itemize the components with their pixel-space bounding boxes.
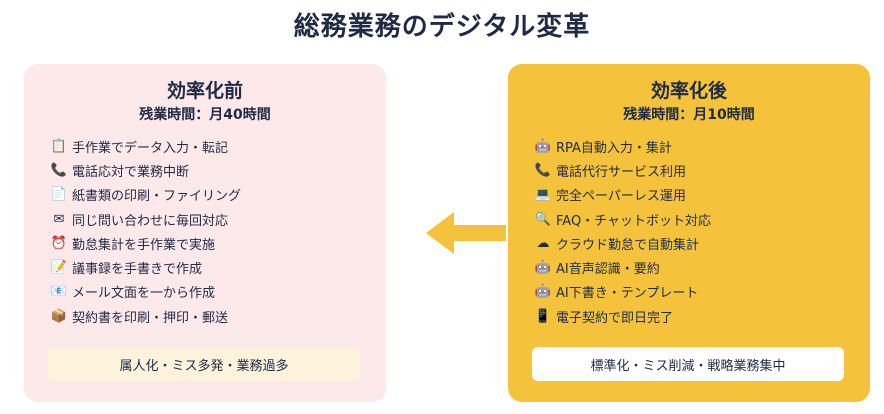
laptop-icon: 💻 (534, 187, 552, 203)
list-item: 📝議事録を手書きで作成 (50, 255, 241, 279)
list-item: ☁ クラウド勤怠で自動集計 (534, 231, 711, 255)
robot-icon: 🤖 (534, 138, 552, 154)
list-item: 💻完全ペーパーレス運用 (534, 183, 711, 207)
list-item-label: 完全ペーパーレス運用 (556, 189, 686, 205)
list-item-label: 勤怠集計を手作業で実施 (72, 237, 216, 253)
email-icon: 📧 (50, 284, 68, 300)
list-item: 📧メール文面を一から作成 (50, 280, 241, 304)
before-overtime: 残業時間：月40時間 (139, 107, 271, 123)
before-item-list: 📋手作業でデータ入力・転記 📞電話応対で業務中断 📄紙書類の印刷・ファイリング … (50, 134, 241, 328)
list-item-label: AI音声認識・要約 (556, 262, 660, 278)
phone-icon: 📞 (50, 162, 68, 178)
after-heading: 効率化後 (650, 80, 727, 102)
list-item: 📦契約書を印刷・押印・郵送 (50, 304, 241, 328)
list-item-label: 電話応対で業務中断 (72, 164, 190, 180)
list-item: 🤖AI音声認識・要約 (534, 255, 711, 279)
list-item-label: 電子契約で即日完了 (556, 310, 674, 326)
list-item: 🔍FAQ・チャットボット対応 (534, 207, 711, 231)
list-item: 📱電子契約で即日完了 (534, 304, 711, 328)
list-item-label: メール文面を一から作成 (72, 286, 216, 302)
robot-icon: 🤖 (534, 284, 552, 300)
clipboard-icon: 📋 (50, 138, 68, 154)
package-icon: 📦 (50, 308, 68, 324)
list-item: 🤖RPA自動入力・集計 (534, 134, 711, 158)
page-title: 総務業務のデジタル変革 (293, 12, 591, 42)
left-arrow-icon (426, 212, 506, 254)
envelope-icon: ✉ (53, 211, 65, 227)
before-summary-box: 属人化・ミス多発・業務過多 (48, 347, 360, 381)
robot-icon: 🤖 (534, 260, 552, 276)
list-item-label: 契約書を印刷・押印・郵送 (72, 310, 229, 326)
list-item-label: 電話代行サービス利用 (556, 164, 687, 180)
list-item-label: クラウド勤怠で自動集計 (556, 237, 700, 253)
list-item: 📋手作業でデータ入力・転記 (50, 134, 241, 158)
cloud-icon: ☁ (536, 235, 550, 251)
list-item-label: AI下書き・テンプレート (556, 286, 699, 302)
list-item: 📞電話代行サービス利用 (534, 158, 711, 182)
list-item: 📞電話応対で業務中断 (50, 158, 241, 182)
list-item-label: 議事録を手書きで作成 (72, 262, 203, 278)
list-item-label: FAQ・チャットボット対応 (556, 213, 712, 229)
after-overtime: 残業時間：月10時間 (623, 107, 755, 123)
list-item: ⏰勤怠集計を手作業で実施 (50, 231, 241, 255)
list-item: ✉ 同じ問い合わせに毎回対応 (50, 207, 241, 231)
after-item-list: 🤖RPA自動入力・集計 📞電話代行サービス利用 💻完全ペーパーレス運用 🔍FAQ… (534, 134, 711, 328)
before-panel: 効率化前 残業時間：月40時間 📋手作業でデータ入力・転記 📞電話応対で業務中断… (24, 64, 386, 402)
phone-icon: 📞 (534, 162, 552, 178)
alarm-clock-icon: ⏰ (50, 235, 68, 251)
list-item: 📄紙書類の印刷・ファイリング (50, 183, 241, 207)
list-item-label: 同じ問い合わせに毎回対応 (72, 213, 229, 229)
list-item: 🤖AI下書き・テンプレート (534, 280, 711, 304)
list-item-label: 手作業でデータ入力・転記 (72, 140, 229, 156)
after-panel: 効率化後 残業時間：月10時間 🤖RPA自動入力・集計 📞電話代行サービス利用 … (508, 64, 870, 402)
before-heading: 効率化前 (166, 80, 243, 102)
arrow-shape (426, 212, 506, 254)
after-summary-box: 標準化・ミス削減・戦略業務集中 (532, 347, 844, 381)
smartphone-icon: 📱 (534, 308, 552, 324)
document-icon: 📄 (50, 187, 68, 203)
magnifier-icon: 🔍 (534, 211, 552, 227)
memo-icon: 📝 (50, 260, 68, 276)
list-item-label: RPA自動入力・集計 (556, 140, 672, 156)
list-item-label: 紙書類の印刷・ファイリング (72, 189, 242, 205)
